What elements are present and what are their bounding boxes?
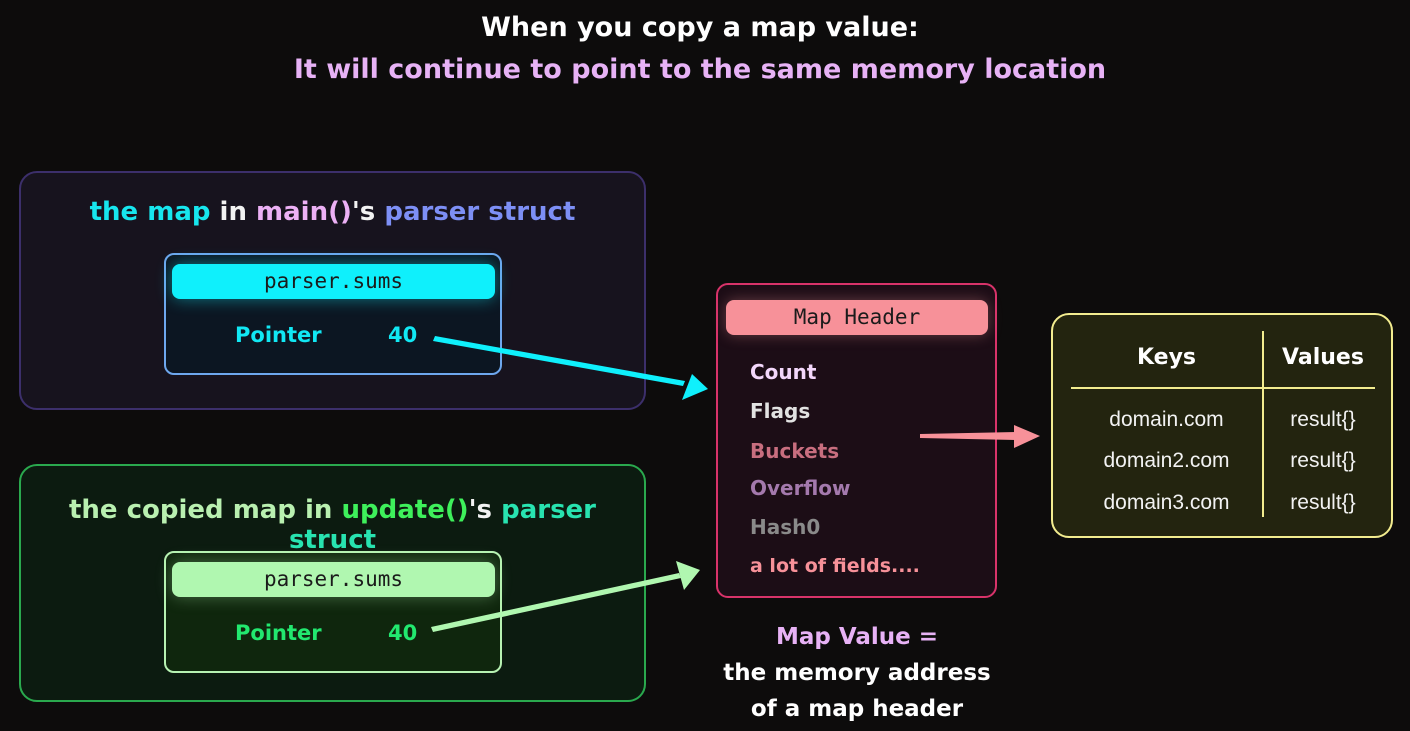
copy-map-panel: the copied map in update()'s parser stru… [19,464,646,702]
main-pointer-value: 40 [388,323,418,347]
field-overflow: Overflow [750,476,851,500]
field-count: Count [750,360,817,384]
table-value-2: result{} [1290,449,1356,472]
copy-title-part-map: the copied map in [68,495,342,525]
table-key-1: domain.com [1109,408,1224,431]
main-pointer-label: Pointer [235,323,322,347]
field-flags: Flags [750,399,811,423]
keys-header: Keys [1136,345,1197,370]
table-value-3: result{} [1290,491,1356,514]
caption-line-1: Map Value = [775,624,939,650]
main-title-part-struct: parser struct [384,197,576,227]
main-var-label: parser.sums [172,264,495,299]
field-hash0: Hash0 [750,515,821,539]
main-title-part-apos: 's [351,197,385,227]
copy-title-part-struct: parser struct [288,495,597,555]
copy-pointer-value: 40 [388,621,418,645]
copy-pointer-label: Pointer [235,621,322,645]
copy-var-box: parser.sums Pointer 40 [164,551,502,673]
title-line-1: When you copy a map value: [481,12,919,43]
main-panel-title: the map in main()'s parser struct [21,197,644,227]
table-column-divider [1262,331,1264,517]
caption-line-2: the memory address [723,660,991,686]
buckets-table: Keys Values domain.com result{} domain2.… [1051,313,1393,538]
copy-title-part-func: update() [341,495,469,525]
map-header-box: Map Header Count Flags Buckets Overflow … [716,283,997,598]
main-map-panel: the map in main()'s parser struct parser… [19,171,646,410]
buckets-arrow [920,425,1040,448]
main-title-part-in: in [210,197,257,227]
table-key-2: domain2.com [1103,449,1230,472]
title-line-2: It will continue to point to the same me… [293,54,1107,85]
main-pointer-arrow [433,336,708,400]
map-header-label: Map Header [726,300,988,335]
copy-title-part-apos: 's [468,495,502,525]
table-key-3: domain3.com [1103,491,1230,514]
field-buckets: Buckets [750,439,840,463]
field-more: a lot of fields.... [750,555,920,577]
main-title-part-func: main() [256,197,352,227]
values-header: Values [1282,345,1364,370]
copy-panel-title: the copied map in update()'s parser stru… [21,495,644,555]
main-title-part-map: the map [89,197,211,227]
table-header-divider [1071,387,1375,389]
copy-pointer-arrow [431,561,700,632]
table-value-1: result{} [1290,408,1356,431]
copy-var-label: parser.sums [172,562,495,597]
caption-line-3: of a map header [750,696,964,722]
main-var-box: parser.sums Pointer 40 [164,253,502,375]
